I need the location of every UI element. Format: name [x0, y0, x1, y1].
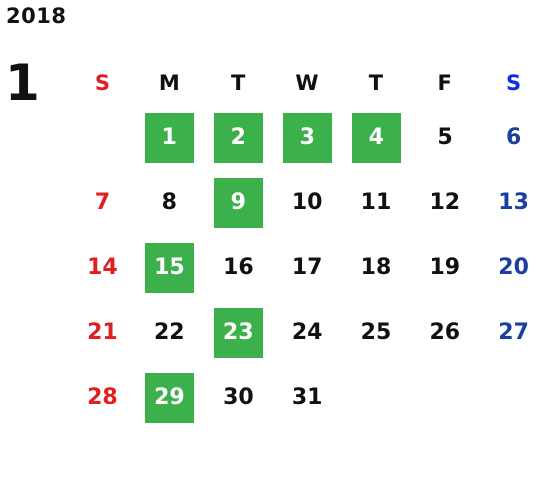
- day-cell[interactable]: 14: [87, 255, 118, 280]
- day-cell[interactable]: 6: [506, 125, 522, 150]
- weekday-header-friday: F: [437, 70, 452, 95]
- highlighted-day-cell[interactable]: 1: [144, 112, 194, 163]
- day-cell[interactable]: 24: [291, 320, 323, 345]
- empty-cell: [342, 373, 411, 423]
- highlighted-day-cell[interactable]: 4: [351, 112, 401, 163]
- month-label: 1: [5, 54, 40, 112]
- highlighted-day-cell[interactable]: 23: [213, 307, 263, 358]
- day-cell[interactable]: 13: [498, 190, 529, 215]
- day-cell[interactable]: 30: [223, 385, 254, 410]
- weekday-header-wednesday: W: [295, 70, 319, 95]
- highlighted-day-cell[interactable]: 3: [282, 112, 332, 163]
- day-cell[interactable]: 26: [429, 320, 461, 345]
- highlighted-day-cell[interactable]: 9: [213, 177, 263, 228]
- day-cell[interactable]: 5: [437, 125, 453, 150]
- week-row-2: 7 8 9 10 11 12 13: [70, 170, 548, 235]
- empty-cell: [479, 373, 548, 423]
- weekday-header-tuesday: T: [231, 70, 246, 95]
- highlighted-day-cell[interactable]: 15: [144, 242, 194, 293]
- day-cell[interactable]: 16: [223, 255, 254, 280]
- day-cell[interactable]: 27: [498, 320, 529, 345]
- day-cell[interactable]: 11: [360, 190, 392, 215]
- year-label: 2018: [6, 4, 67, 28]
- day-cell[interactable]: 22: [153, 320, 185, 345]
- weekday-header-monday: M: [158, 70, 180, 95]
- day-cell[interactable]: 20: [498, 255, 529, 280]
- highlighted-day-cell[interactable]: 2: [213, 112, 263, 163]
- day-cell[interactable]: 25: [360, 320, 392, 345]
- empty-cell: [410, 373, 479, 423]
- day-cell[interactable]: 7: [94, 190, 111, 215]
- weekday-header-row: S M T W T F S: [70, 60, 548, 105]
- week-row-1: 1 2 3 4 5 6: [70, 105, 548, 170]
- weekday-header-sunday: S: [94, 70, 111, 95]
- week-row-3: 14 15 16 17 18 19 20: [70, 235, 548, 300]
- day-cell[interactable]: 28: [87, 385, 118, 410]
- calendar-grid: S M T W T F S 1 2 3 4 5 6 7 8 9 10 11 12…: [70, 60, 548, 430]
- day-cell[interactable]: 12: [429, 190, 461, 215]
- day-cell[interactable]: 10: [291, 190, 323, 215]
- weekday-header-saturday: S: [505, 70, 522, 95]
- weekday-header-thursday: T: [368, 70, 384, 95]
- day-cell[interactable]: 17: [291, 255, 323, 280]
- week-row-4: 21 22 23 24 25 26 27: [70, 300, 548, 365]
- highlighted-day-cell[interactable]: 29: [144, 372, 194, 423]
- day-cell[interactable]: 31: [291, 385, 323, 410]
- week-row-5: 28 29 30 31: [70, 365, 548, 430]
- empty-cell: [70, 113, 135, 163]
- day-cell[interactable]: 21: [87, 320, 118, 345]
- day-cell[interactable]: 18: [360, 255, 392, 280]
- day-cell[interactable]: 8: [161, 190, 177, 215]
- day-cell[interactable]: 19: [429, 255, 461, 280]
